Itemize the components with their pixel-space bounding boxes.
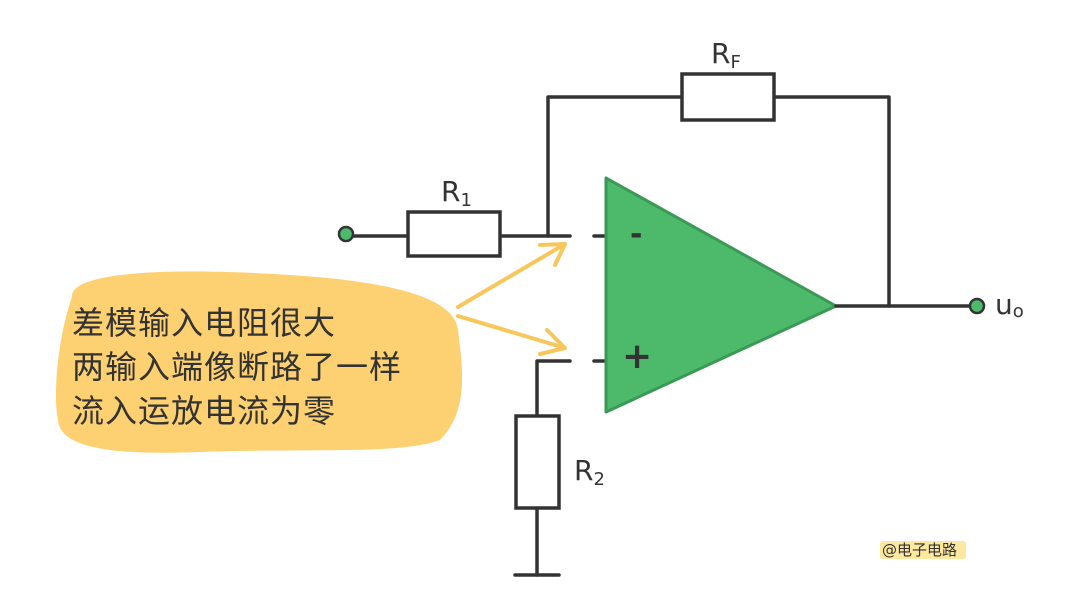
arrow-to-plus [456,314,567,350]
arrowhead-plus [538,328,567,356]
opamp-minus-sign: - [630,217,642,252]
note-line-1: 差模输入电阻很大 [72,304,336,342]
resistor-rf-label: RF [711,37,741,73]
arrow-to-minus [456,242,567,309]
note-bubble [55,271,463,453]
watermark-highlight [880,541,966,559]
resistor-r1 [406,210,502,258]
resistor-r2 [514,414,561,510]
output-label: uo [995,288,1024,322]
note-line-2: 两输入端像断路了一样 [72,348,402,386]
arrowhead-minus [538,242,567,267]
opamp-plus-sign: + [622,336,652,377]
input-terminal [337,225,355,243]
note-line-3: 流入运放电流为零 [72,392,336,430]
watermark: @电子电路 [882,541,957,559]
resistor-r1-label: R1 [441,175,472,211]
resistor-r2-label: R2 [574,454,605,490]
output-terminal [968,297,986,315]
resistor-rf [680,72,776,122]
opamp-triangle [604,176,838,414]
pointer-arrows [456,242,567,356]
